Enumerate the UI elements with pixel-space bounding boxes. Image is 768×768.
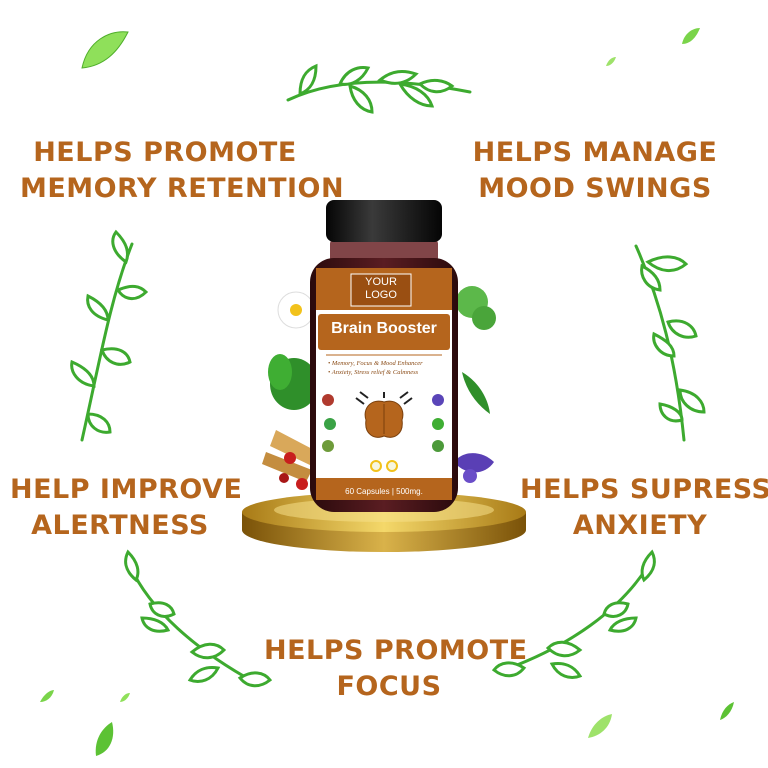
benefit-line: MEMORY RETENTION [20,173,345,204]
label-herbs [322,394,444,472]
benefit-mood-swings: HELPS MANAGE MOOD SWINGS [470,135,720,207]
product-claim: • Memory, Focus & Mood Enhancer [328,360,423,367]
supplement-bottle [310,238,458,512]
product-claim: • Anxiety, Stress relief & Calmness [328,369,419,376]
leaf-icon [606,57,616,66]
benefit-line: ALERTNESS [31,510,209,541]
logo-line: YOUR [365,276,397,288]
product-name: Brain Booster [331,320,437,337]
pack-info: 60 Capsules | 500mg. [345,487,423,496]
vine-icon [634,244,706,442]
benefit-memory-retention: HELPS PROMOTE MEMORY RETENTION [20,135,345,207]
herb-cluster-right [456,286,496,483]
brain-icon [355,391,413,438]
benefit-line: FOCUS [336,671,442,702]
bottle-cap [326,200,442,242]
herb-cluster-left [262,354,318,490]
benefit-line: HELP IMPROVE [10,474,243,505]
vine-icon [124,549,273,688]
benefit-line: HELPS PROMOTE [264,635,528,666]
leaf-icon [682,28,700,44]
vine-icon [70,229,149,442]
benefit-alertness: HELP IMPROVE ALERTNESS [10,472,243,544]
vine-icon [286,63,472,114]
benefit-anxiety: HELPS SUPRESS ANXIETY [520,472,768,544]
leaf-icon [81,31,129,69]
benefit-line: HELPS MANAGE [472,137,718,168]
vine-icon [491,549,656,679]
benefit-line: HELPS PROMOTE [33,137,297,168]
benefit-line: HELPS SUPRESS [520,474,768,505]
leaf-icon [120,693,130,702]
logo-line: LOGO [365,289,397,301]
leaf-icon [720,702,734,720]
brand-logo-placeholder: YOUR LOGO [351,276,411,302]
benefit-line: MOOD SWINGS [478,173,712,204]
flower-icon [277,291,315,329]
benefit-line: ANXIETY [572,510,708,541]
leaf-icon [40,690,54,702]
benefit-focus: HELPS PROMOTE FOCUS [264,633,528,705]
leaf-icon [95,722,114,756]
leaf-icon [588,714,612,738]
